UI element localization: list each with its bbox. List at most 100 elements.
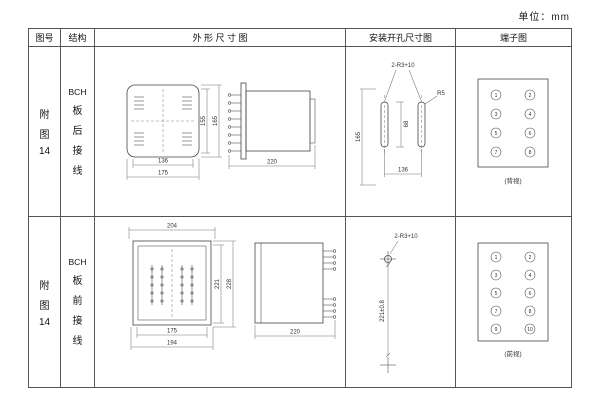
terminal-number: 10 bbox=[527, 327, 533, 333]
terminal-pins bbox=[227, 93, 241, 153]
dim-height-inner: 155 bbox=[201, 115, 207, 126]
figure-number: 附 图 14 bbox=[29, 217, 60, 387]
structure-char: BCH bbox=[68, 86, 87, 97]
slot-spec-note: 2-R3+10 bbox=[394, 234, 418, 240]
row2-structure-cell: BCH 板 前 接 线 bbox=[61, 217, 95, 387]
view-note: (背视) bbox=[504, 176, 521, 185]
specification-table: 图号 结构 外 形 尺 寸 图 安装开孔尺寸图 端子图 附 图 14 BCH 板… bbox=[28, 28, 572, 388]
terminal-number: 7 bbox=[495, 309, 498, 315]
terminal-number: 6 bbox=[529, 131, 532, 137]
row2-figure-number-cell: 附 图 14 bbox=[29, 217, 61, 387]
figure-char: 附 bbox=[39, 110, 50, 121]
header-mounting-holes: 安装开孔尺寸图 bbox=[346, 29, 456, 47]
terminal-number: 8 bbox=[529, 150, 532, 156]
terminal-number: 3 bbox=[495, 273, 498, 279]
screw-terminals bbox=[134, 96, 192, 146]
dim-height-inner: 221 bbox=[215, 278, 221, 289]
outline-drawing-rear-wiring: 136 175 155 165 bbox=[126, 82, 316, 180]
structure-label: BCH 板 前 接 线 bbox=[61, 217, 94, 387]
terminal-diagram-rear: 1 3 5 7 2 4 6 8 (背视) bbox=[477, 78, 549, 185]
terminal-diagram-front: 1 3 5 7 9 2 4 6 8 10 (前视) bbox=[477, 242, 549, 358]
terminal-number: 4 bbox=[529, 273, 532, 279]
side-view-dimensions bbox=[254, 320, 336, 339]
dim-width-outer: 175 bbox=[158, 171, 169, 177]
structure-char: 板 bbox=[72, 105, 83, 117]
header-terminal-diagram: 端子图 bbox=[456, 29, 571, 47]
terminal-number: 3 bbox=[495, 112, 498, 118]
terminal-number: 5 bbox=[495, 131, 498, 137]
unit-label: 单位：mm bbox=[518, 12, 570, 23]
structure-char: 板 bbox=[72, 276, 83, 287]
structure-char: 后 bbox=[72, 125, 83, 137]
side-view bbox=[227, 82, 316, 160]
structure-char: 线 bbox=[72, 165, 83, 177]
terminal-circles-right: 2 4 6 8 bbox=[524, 89, 536, 158]
terminal-pin-clusters bbox=[150, 265, 194, 305]
terminal-number: 2 bbox=[529, 255, 532, 261]
terminal-number: 7 bbox=[495, 150, 498, 156]
structure-char: 前 bbox=[72, 296, 83, 307]
dim-width-outer: 194 bbox=[167, 341, 178, 347]
side-view bbox=[254, 242, 337, 324]
structure-char: 接 bbox=[72, 145, 83, 157]
figure-char: 图 bbox=[39, 130, 50, 141]
terminal-number: 9 bbox=[495, 327, 498, 333]
row1-figure-number-cell: 附 图 14 bbox=[29, 47, 61, 217]
terminal-number: 4 bbox=[529, 112, 532, 118]
dim-height-outer: 228 bbox=[227, 278, 233, 289]
dim-width-inner: 136 bbox=[158, 159, 169, 165]
structure-label: BCH 板 后 接 线 bbox=[61, 47, 94, 216]
dim-height-outer: 165 bbox=[213, 115, 219, 126]
dim-width-inner: 175 bbox=[167, 329, 178, 335]
header-outline-dimensions: 外 形 尺 寸 图 bbox=[95, 29, 346, 47]
terminal-pins bbox=[323, 249, 337, 319]
terminal-number: 8 bbox=[529, 309, 532, 315]
leader-lines bbox=[389, 240, 399, 255]
dim-mount-height: 165 bbox=[356, 131, 362, 142]
terminal-number: 1 bbox=[495, 255, 498, 261]
row1-mounting-cell: 2-R3+10 R5 165 68 136 bbox=[346, 47, 456, 217]
mounting-dimensions bbox=[360, 88, 422, 186]
mounting-holes-drawing-rear: 2-R3+10 R5 165 68 136 bbox=[356, 63, 445, 186]
dim-depth: 220 bbox=[290, 330, 301, 336]
terminal-circles-left: 1 3 5 7 bbox=[490, 89, 502, 158]
header-structure: 结构 bbox=[61, 29, 95, 47]
structure-char: BCH bbox=[68, 257, 87, 267]
front-view-dimensions bbox=[128, 227, 236, 350]
figure-char: 附 bbox=[39, 280, 50, 292]
dim-slot-length: 68 bbox=[404, 120, 410, 127]
mounting-slots bbox=[380, 95, 426, 154]
row2-terminal-cell: 1 3 5 7 9 2 4 6 8 10 (前视) bbox=[456, 217, 571, 387]
leader-lines bbox=[384, 69, 438, 105]
figure-char: 14 bbox=[38, 316, 51, 328]
terminal-number: 5 bbox=[495, 291, 498, 297]
dim-mount-width: 136 bbox=[398, 168, 409, 174]
dim-hole-spacing: 221±0.8 bbox=[380, 300, 386, 322]
dim-depth: 220 bbox=[267, 160, 278, 166]
slot-spec-note: 2-R3+10 bbox=[391, 63, 415, 69]
terminal-number: 1 bbox=[495, 93, 498, 99]
front-view-dimensions bbox=[126, 84, 222, 180]
terminal-number: 6 bbox=[529, 291, 532, 297]
structure-char: 接 bbox=[72, 316, 83, 327]
figure-char: 图 bbox=[39, 300, 50, 312]
structure-char: 线 bbox=[72, 336, 83, 347]
row1-structure-cell: BCH 板 后 接 线 bbox=[61, 47, 95, 217]
terminal-circles-right: 2 4 6 8 10 bbox=[524, 251, 536, 335]
outline-drawing-front-wiring: 204 175 194 221 228 bbox=[128, 224, 337, 350]
view-note: (前视) bbox=[504, 349, 521, 358]
figure-char: 14 bbox=[38, 146, 51, 157]
row2-mounting-cell: 2-R3+10 221±0.8 bbox=[346, 217, 456, 387]
mounting-holes-drawing-front: 2-R3+10 221±0.8 bbox=[380, 234, 418, 373]
dim-top-width: 204 bbox=[167, 224, 178, 230]
front-view bbox=[126, 84, 200, 158]
radius-note: R5 bbox=[437, 91, 445, 97]
terminal-circles-left: 1 3 5 7 9 bbox=[490, 251, 502, 335]
header-figure-number: 图号 bbox=[29, 29, 61, 47]
row1-outline-cell: 136 175 155 165 bbox=[95, 47, 346, 217]
terminal-number: 2 bbox=[529, 93, 532, 99]
front-view bbox=[132, 240, 212, 326]
row2-outline-cell: 204 175 194 221 228 bbox=[95, 217, 346, 387]
side-view-dimensions bbox=[228, 145, 316, 169]
mounting-dimensions bbox=[385, 262, 391, 358]
